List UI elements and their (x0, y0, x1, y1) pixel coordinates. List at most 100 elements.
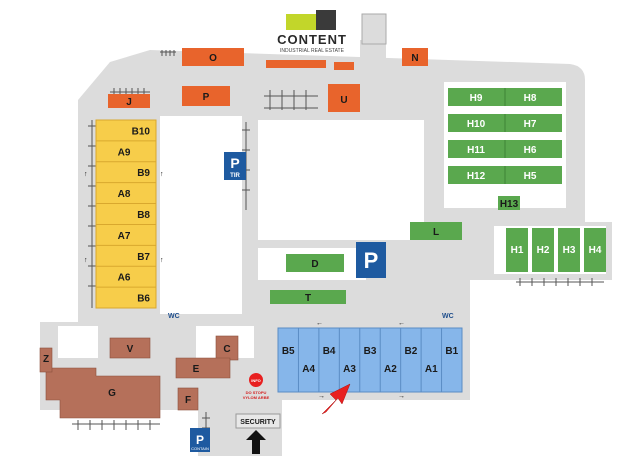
dock-j (110, 88, 150, 96)
building-h12-label: H12 (467, 171, 486, 182)
building-b2-label: B2 (404, 346, 417, 357)
building-e (175, 357, 231, 379)
building-b6-label: B6 (137, 294, 150, 305)
building-h8-label: H8 (524, 93, 537, 104)
building-v (109, 337, 151, 359)
building-h5-label: H5 (524, 171, 537, 182)
building-h13 (498, 196, 520, 210)
security-gate: SECURITY (235, 413, 281, 454)
brick-labels: G Z V C E F (43, 344, 231, 406)
building-h2-label: H2 (537, 245, 550, 256)
building-u (328, 84, 360, 112)
brick-buildings (39, 335, 239, 419)
building-b5-label: B5 (282, 346, 295, 357)
parking-bottom-p: P (196, 433, 204, 447)
building-h6-label: H6 (524, 145, 537, 156)
building-z (39, 347, 53, 373)
wc-label-right: WC (442, 313, 454, 320)
building-j-label: J (126, 97, 132, 108)
building-a7-label: A7 (118, 231, 131, 242)
logo-name: CONTENT (277, 32, 347, 47)
building-h9-label: H9 (470, 93, 483, 104)
building-d-label: D (311, 259, 318, 270)
inner-lot-center (258, 120, 424, 240)
building-t (270, 290, 346, 304)
building-o (182, 48, 244, 66)
building-h2 (532, 228, 554, 272)
building-z-label: Z (43, 354, 49, 365)
logo-tagline: INDUSTRIAL REAL ESTATE (280, 48, 345, 54)
arrow-up-2: ↑ (84, 257, 88, 264)
arrow-left-1: ← (316, 320, 323, 327)
arrow-up-4: ↑ (160, 257, 164, 264)
security-label: SECURITY (240, 419, 276, 426)
building-n (402, 48, 428, 66)
parking-tir-sub: TIR (230, 173, 240, 179)
info-badge-text: INFO (251, 378, 261, 383)
building-h3-label: H3 (563, 245, 576, 256)
building-f (177, 387, 199, 411)
building-a8-label: A8 (118, 189, 131, 200)
building-b9-label: B9 (137, 168, 150, 179)
dock-top-left (160, 50, 176, 56)
building-c-label: C (223, 344, 230, 355)
building-b8-label: B8 (137, 210, 150, 221)
building-small-orange-b (334, 62, 354, 70)
building-b1-label: B1 (445, 346, 458, 357)
arrow-right-2: → (398, 393, 405, 400)
parking-tir-sign (224, 152, 246, 180)
arrow-left-2: ← (398, 320, 405, 327)
info-sign: INFO DO STOPU VYLOM ARBE (243, 373, 270, 400)
building-j (108, 94, 150, 108)
building-l (410, 222, 462, 240)
building-h4-label: H4 (589, 245, 602, 256)
building-b4-label: B4 (323, 346, 336, 357)
building-a9-label: A9 (118, 147, 131, 158)
security-box (235, 413, 281, 429)
building-a6-label: A6 (118, 273, 131, 284)
parking-bottom-sign (190, 428, 210, 452)
parking-bottom: P CONTAIN (190, 428, 210, 452)
building-h4 (584, 228, 606, 272)
building-d (286, 254, 344, 272)
logo-mark-dark (316, 10, 336, 30)
arrow-up-3: ↑ (160, 171, 164, 178)
building-h11-label: H11 (467, 145, 485, 156)
building-a1-label: A1 (425, 364, 438, 375)
entry-arrow-icon (246, 430, 266, 454)
building-a4-label: A4 (302, 364, 315, 375)
building-l-label: L (433, 227, 439, 238)
parking-bottom-sub: CONTAIN (191, 446, 209, 451)
parking-main-sign (356, 242, 386, 278)
building-h13-label: H13 (500, 199, 519, 210)
wc-label-left: WC (168, 313, 180, 320)
inner-lot-left (160, 116, 242, 314)
dock-bottom (72, 420, 160, 430)
arrow-up-1: ↑ (84, 171, 88, 178)
building-h1 (506, 228, 528, 272)
info-line2: VYLOM ARBE (243, 395, 270, 400)
road-top-spur (360, 40, 386, 70)
building-g (45, 367, 161, 419)
building-f-label: F (185, 395, 191, 406)
building-h7-label: H7 (524, 119, 537, 130)
building-g-label: G (108, 388, 116, 399)
dock-h1 (516, 278, 604, 286)
building-v-label: V (127, 344, 134, 355)
building-small-orange-a (266, 60, 326, 68)
building-n-label: N (411, 53, 418, 64)
traffic-arrows: ← ← → → ↑ ↑ ↑ ↑ (84, 171, 405, 400)
parking-tir: P TIR (224, 152, 246, 180)
parking-tir-p: P (230, 155, 239, 171)
info-badge (249, 373, 263, 387)
building-o-label: O (209, 53, 217, 64)
dock-yellow (88, 120, 96, 308)
